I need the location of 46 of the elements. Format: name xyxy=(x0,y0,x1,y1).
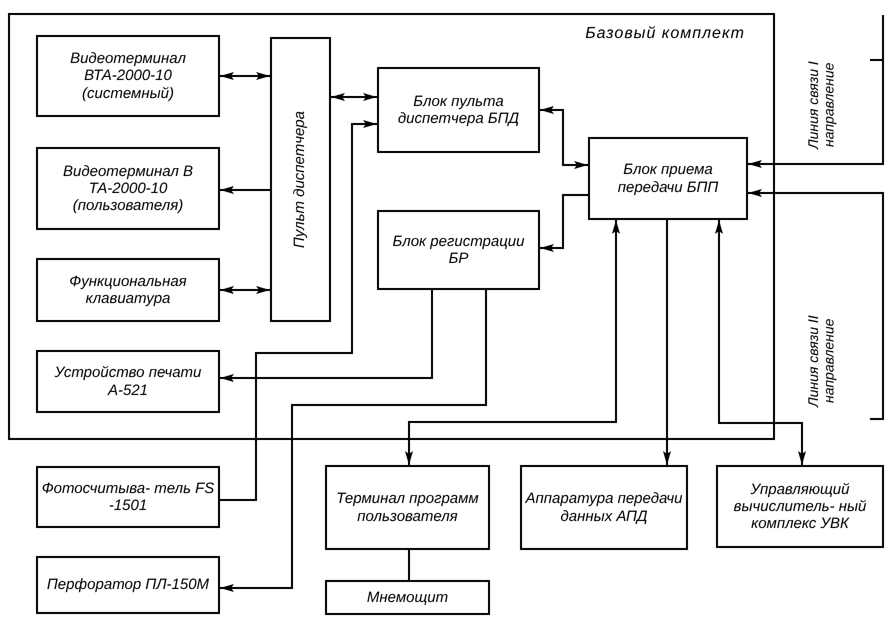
process-box xyxy=(588,137,748,220)
connector-arrow xyxy=(220,290,433,382)
process-box xyxy=(325,465,490,550)
connector-arrow xyxy=(540,106,588,169)
process-box xyxy=(36,466,220,528)
connector-arrow xyxy=(220,290,487,592)
process-box xyxy=(270,37,331,322)
box-label: Блок приема передачи БПП xyxy=(616,161,720,196)
process-box xyxy=(36,556,220,614)
box-label: Терминал программ пользователя xyxy=(335,490,480,525)
line-label: Линия связи I направление xyxy=(806,60,837,152)
process-box xyxy=(377,67,540,153)
connector-arrow xyxy=(405,220,620,465)
box-label: Видеотерминал В ТА-2000-10 (пользователя) xyxy=(62,162,194,214)
connector-arrow xyxy=(748,59,884,168)
box-label: Функциональная клавиатура xyxy=(68,272,188,308)
box-label: Аппаратура передачи данных АПД xyxy=(524,490,684,525)
process-box xyxy=(36,350,220,413)
box-label: Блок регистрации БР xyxy=(391,232,526,268)
process-box xyxy=(520,465,688,550)
box-label: Управляющий вычислитель- ный комплекс УВК xyxy=(732,480,868,532)
box-label: Устройство печати А-521 xyxy=(54,364,202,399)
box-label: Мнемощит xyxy=(366,588,450,606)
connector-arrow xyxy=(663,220,671,465)
process-box xyxy=(36,147,220,230)
connector-arrow xyxy=(220,120,377,501)
connector-arrow xyxy=(748,189,884,420)
process-box xyxy=(716,465,884,548)
process-box xyxy=(36,258,220,322)
process-box xyxy=(36,35,220,117)
box-label: Пульт диспетчера xyxy=(292,110,309,248)
box-label: Видеотерминал ВТА-2000-10 (системный) xyxy=(69,50,187,102)
line-label: Линия связи II направление xyxy=(806,314,837,410)
connector-arrow xyxy=(331,93,377,101)
box-label: Фотосчитыва- тель FS -1501 xyxy=(40,480,216,514)
process-box xyxy=(377,210,540,290)
group-title: Базовый комплект xyxy=(585,25,745,43)
connector-arrow xyxy=(220,72,270,80)
connector-arrow xyxy=(220,286,270,294)
group-frame xyxy=(8,13,775,440)
connector-arrow xyxy=(540,194,588,252)
connector-arrow xyxy=(220,186,270,194)
box-label: Блок пульта диспетчера БПД xyxy=(396,92,520,128)
box-label: Перфоратор ПЛ-150М xyxy=(46,576,210,594)
connector-arrow xyxy=(715,220,806,465)
process-box xyxy=(325,580,490,615)
